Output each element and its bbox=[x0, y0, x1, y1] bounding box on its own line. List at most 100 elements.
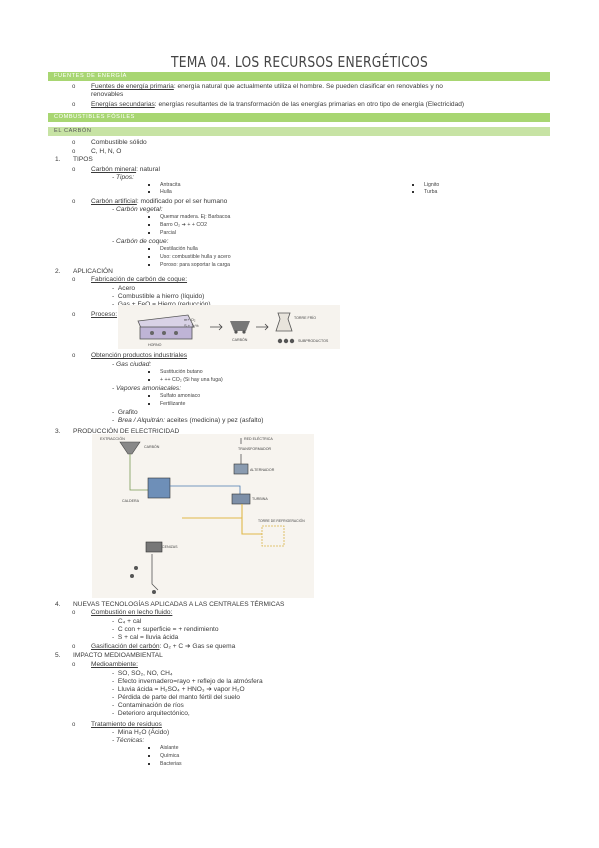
list-item: - Efecto invernadero=rayo + reflejo de l… bbox=[112, 678, 263, 685]
water-line bbox=[182, 517, 262, 535]
number: 1. bbox=[55, 156, 61, 163]
list-item: + ++ CO₂ (Si hay una fuga) bbox=[160, 377, 223, 383]
bullet-square bbox=[412, 184, 415, 187]
sublabel: - Vapores amoniacales: bbox=[112, 385, 182, 392]
bullet-circle: o bbox=[72, 722, 76, 728]
bullet-circle: o bbox=[72, 149, 76, 155]
bullet-circle: o bbox=[72, 644, 76, 650]
section-bar-label: FUENTES DE ENERGÍA bbox=[54, 73, 127, 79]
text: Combustible a hierro (líquido) bbox=[117, 293, 205, 300]
bullet-square bbox=[148, 371, 151, 374]
list-item: Hulla bbox=[160, 189, 172, 195]
text: SO, SO₂, NO, CH₄ bbox=[117, 670, 173, 677]
page-title: TEMA 04. LOS RECURSOS ENERGÉTICOS bbox=[170, 53, 429, 71]
list-item: Bacterias bbox=[160, 761, 182, 767]
bullet-square bbox=[148, 379, 151, 382]
section-bar-label: COMBUSTIBLES FÓSILES bbox=[54, 114, 136, 120]
label: Vapores amoniacales: bbox=[116, 385, 182, 392]
text: Deterioro arquitectónico, bbox=[117, 710, 190, 717]
paragraph: Fuentes de energía primaria: energía nat… bbox=[91, 83, 443, 91]
text: Gas + FeO = Hierro (reducción) bbox=[117, 301, 211, 308]
sublabel: - Carbón de coque: bbox=[112, 238, 169, 245]
list-item: - Deterioro arquitectónico, bbox=[112, 710, 190, 717]
flow-line bbox=[129, 454, 152, 491]
fig-label: CENIZAS bbox=[162, 545, 178, 549]
label: Técnicas: bbox=[116, 737, 145, 744]
cooling-tower-drawing bbox=[275, 312, 293, 332]
term: Fuentes de energía primaria bbox=[91, 83, 174, 90]
wagon-drawing bbox=[230, 321, 250, 334]
list-item: Aislante bbox=[160, 745, 179, 751]
list-item: Barro O₂ ➔ + + CO2 bbox=[160, 222, 208, 228]
cooling-tower bbox=[261, 525, 285, 547]
list-item: Combustible sólido bbox=[91, 139, 147, 146]
sublabel: - Técnicas: bbox=[112, 737, 145, 744]
list-item: Sustitución butano bbox=[160, 369, 203, 375]
bullet-square bbox=[148, 755, 151, 758]
text: aceites (medicina) y pez (asfalto) bbox=[164, 417, 264, 424]
text: C₄ + cal bbox=[117, 618, 142, 625]
sublabel: - Gas ciudad: bbox=[112, 361, 152, 368]
bullet-circle: o bbox=[72, 140, 76, 146]
list-item: Química bbox=[160, 753, 180, 759]
alternator bbox=[233, 463, 249, 475]
text: Lluvia ácida = H₂SO₄ + HNO₃ ➔ vapor H₂O bbox=[117, 686, 245, 693]
term: Fabricación de carbón de coque: bbox=[91, 276, 188, 283]
term: Carbón artificial bbox=[91, 198, 137, 205]
arrow bbox=[256, 323, 269, 331]
list-item: Poroso: para soportar la carga bbox=[160, 262, 231, 268]
extraction-hopper bbox=[119, 441, 141, 455]
list-item: - Mina H₂O (Ácido) bbox=[112, 729, 170, 736]
fig-label-carbon: CARBÓN bbox=[232, 337, 248, 342]
term: Gasificación del carbón bbox=[91, 643, 160, 650]
term: Proceso: bbox=[91, 311, 118, 318]
paragraph: Gasificación del carbón: O₂ + C ➔ Gas se… bbox=[91, 643, 235, 651]
turbine bbox=[231, 493, 251, 505]
term: Obtención productos industriales bbox=[91, 352, 188, 359]
steam-line bbox=[170, 485, 241, 494]
bullet-square bbox=[148, 256, 151, 259]
fig-note: m+ O₂ bbox=[184, 317, 196, 322]
bullet-square bbox=[148, 224, 151, 227]
heading: TIPOS bbox=[73, 156, 93, 163]
fig-label: TORRE DE REFRIGERACIÓN bbox=[258, 518, 305, 523]
fig-label: RED ELÉCTRICA bbox=[244, 436, 273, 441]
bullet-square bbox=[148, 395, 151, 398]
list-item: Destilación hulla bbox=[160, 246, 198, 252]
text: : O₂ + C ➔ Gas se quema bbox=[159, 643, 236, 650]
fig-label: ALTERNADOR bbox=[250, 468, 275, 472]
text: C con + superficie = + rendimiento bbox=[117, 626, 219, 633]
list-item: - Acero bbox=[112, 285, 136, 292]
bullet-square bbox=[148, 747, 151, 750]
label: Brea / Alquitrán: bbox=[117, 417, 165, 424]
bullet-square bbox=[148, 216, 151, 219]
bullet-circle: o bbox=[72, 199, 76, 205]
number: 4. bbox=[55, 601, 61, 608]
arrow bbox=[210, 323, 223, 331]
power-plant-figure: EXTRACCIÓN CARBÓN CALDERA TURBINA ALTERN… bbox=[92, 434, 314, 598]
bullet-square bbox=[148, 191, 151, 194]
list-item: - Grafito bbox=[112, 409, 138, 416]
bullet-square bbox=[148, 232, 151, 235]
fig-label: CARBÓN bbox=[144, 444, 160, 449]
figure-background bbox=[92, 434, 314, 598]
heading: IMPACTO MEDIOAMBIENTAL bbox=[73, 652, 163, 659]
heading: PRODUCCIÓN DE ELECTRICIDAD bbox=[73, 428, 180, 435]
process-figure: HORNO m+ O₂ S + 1₂% CARBÓN TORRE FRÍO SU… bbox=[118, 305, 340, 349]
number: 2. bbox=[55, 268, 61, 275]
fig-label-horno: HORNO bbox=[148, 343, 162, 347]
section-bar-label: EL CARBÓN bbox=[54, 128, 92, 134]
text: Pérdida de parte del manto fértil del su… bbox=[117, 694, 240, 701]
fig-label-subproductos: SUBPRODUCTOS bbox=[298, 339, 329, 343]
text: : energías resultantes de la transformac… bbox=[154, 101, 465, 108]
label: Tipos: bbox=[116, 174, 134, 181]
boiler bbox=[147, 477, 171, 499]
oven-drawing bbox=[137, 314, 195, 340]
fig-label: TURBINA bbox=[252, 497, 268, 501]
term: Carbón mineral bbox=[91, 166, 137, 173]
list-item: Sulfato amoniaco bbox=[160, 393, 201, 399]
text: S + cal = lluvia ácida bbox=[117, 634, 179, 641]
text: Efecto invernadero=rayo + reflejo de la … bbox=[117, 678, 263, 685]
list-item: Quemar madera. Ej: Barbacoa bbox=[160, 214, 231, 220]
